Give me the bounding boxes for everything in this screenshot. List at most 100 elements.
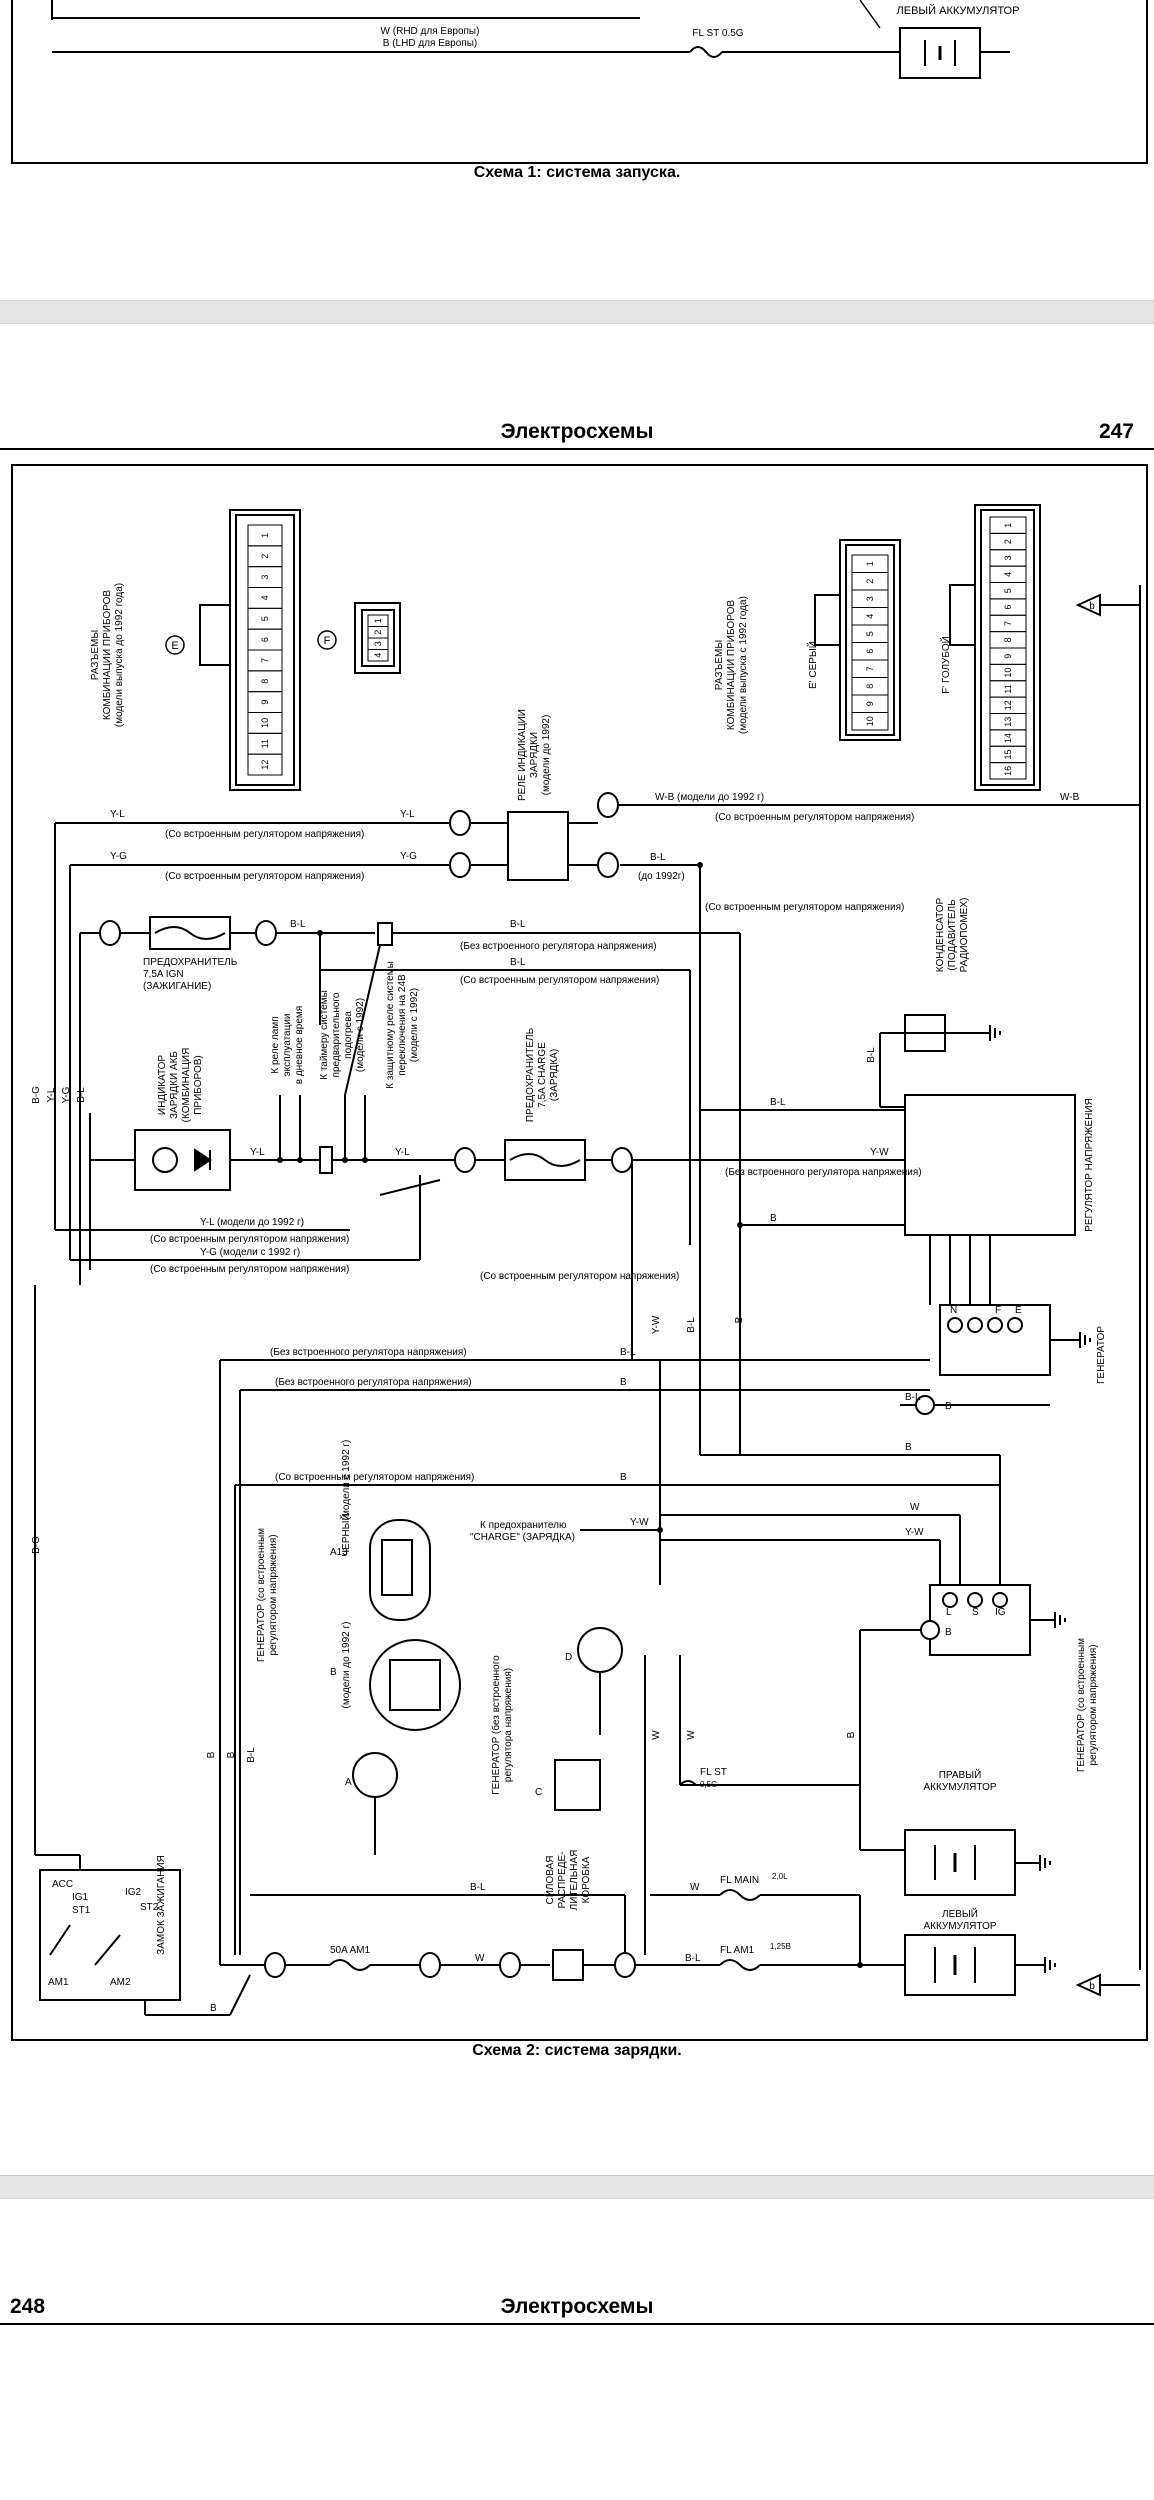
label-bg-top: B-G [31,1086,42,1104]
label-to-fuse-1: К предохранителю [480,1520,567,1531]
label-yw-with: Y-W [905,1527,924,1538]
label-with-reg-5: (Со встроенным регулятором напряжения) [460,975,659,986]
label-b-vert-4: B [846,1731,857,1738]
next-page-number: 248 [10,2295,46,2318]
label-right-battery-2: АККУМУЛЯТОР [923,1782,996,1793]
label-b-vert-2: B [206,1751,217,1758]
connector-pin-number: 15 [1003,749,1013,759]
label-with-reg-4: (Со встроенным регулятором напряжения) [705,902,904,913]
label-power-box-1: СИЛОВАЯ [545,1856,556,1905]
label-bl-3: B-L [510,957,526,968]
label-prot-2: переключения на 24В [397,974,408,1076]
label-ign-switch: ЗАМОК ЗАЖИГАНИЯ [156,1855,167,1955]
label-fl-am1: FL AM1 [720,1945,755,1956]
label-ig1: IG1 [72,1892,89,1903]
label-gen-n: N [950,1305,957,1316]
label-with-reg-1: (Со встроенным регулятором напряжения) [165,829,364,840]
connector-pin-number: 16 [1003,766,1013,776]
label-gen-with-right-1: ГЕНЕРАТОР (со встроенным [1076,1638,1087,1772]
label-with-reg-6: (Со встроенным регулятором напряжения) [150,1234,349,1245]
label-gen-with-left-1: ГЕНЕРАТОР (со встроенным [256,1528,267,1662]
label-yw-reg: Y-W [870,1147,889,1158]
label-yl-indicator: Y-L [250,1147,265,1158]
label-left-battery-1: ЛЕВЫЙ [942,1907,978,1920]
connector-e-pre1992 [199,509,301,791]
connector-pin-number: 8 [260,679,270,684]
connector-pin-number: 4 [373,653,383,658]
label-generator: ГЕНЕРАТОР [1096,1326,1107,1384]
label-power-box-3: ЛИТЕЛЬНАЯ [569,1850,580,1911]
label-gen-without-2: регулятора напряжения) [503,1668,514,1782]
label-yl-top: Y-L [110,809,125,820]
plug-b [369,1639,461,1731]
label-bl-1: B-L [290,919,306,930]
connector-pin-number: 6 [1003,605,1013,610]
page-title: Электросхемы [500,420,654,443]
label-am1-50a: 50A AM1 [330,1945,370,1956]
label-fl-main-size: 2,0L [772,1872,788,1881]
connector-pin-number: 10 [1003,668,1013,678]
label-fuse-ign-3: (ЗАЖИГАНИЕ) [143,981,211,992]
connector-pin-number: 14 [1003,733,1013,743]
connector-pin-number: 7 [260,658,270,663]
label-with-reg-7: (Со встроенным регулятором напряжения) [150,1264,349,1275]
connector-e-marker [165,635,185,655]
connector-pin-number: 5 [865,631,875,636]
header-rule [0,448,1154,450]
connector-pin-number: 2 [260,554,270,559]
label-bl-vert-2: B-L [246,1747,257,1763]
label-gen-f: F [995,1305,1001,1316]
connectors-right-title-1: РАЗЪЕМЫ [714,640,725,691]
label-yl-mid: Y-L [395,1147,410,1158]
prev-fuse-label: FL ST 0.5G [692,28,743,39]
label-yl-1992: Y-L (модели до 1992 г) [200,1217,304,1228]
connector-pin-number: 10 [260,718,270,728]
label-acc: ACC [52,1879,73,1890]
page-separator-2 [0,2175,1154,2199]
label-without-reg-3: (Без встроенного регулятора напряжения) [270,1347,467,1358]
label-gen-with-left-2: регулятором напряжения) [268,1534,279,1655]
label-fl-st: FL ST [700,1767,727,1778]
label-power-box-4: КОРОБКА [581,1856,592,1903]
label-lamp-2: эксплуатации [282,1014,293,1077]
label-w-main: W [690,1882,700,1893]
connector-pin-number: 11 [1003,684,1013,693]
prev-wire-note-1: W (RHD для Европы) [381,26,480,37]
label-bl-relay: B-L [650,852,666,863]
label-bl-vert-3: B-L [866,1047,877,1063]
connector-pin-cell [989,762,1027,780]
label-power-box-2: РАСПРЕДЕ- [557,1852,568,1909]
label-condenser-3: РАДИОПОМЕХ) [959,898,970,973]
connectors-right-title-2: КОМБИНАЦИИ ПРИБОРОВ [726,600,737,731]
label-bl-charge: B-L [770,1097,786,1108]
connector-f-blue [949,504,1041,791]
label-yw-fuse: Y-W [630,1517,649,1528]
connector-pin-number: 1 [260,533,270,538]
connector-f-marker [317,630,337,650]
label-bl-2: B-L [510,919,526,930]
label-fl-am1-size: 1,25B [770,1942,791,1951]
prev-wire-note-2: B (LHD для Европы) [383,38,477,49]
label-prot-3: (модели с 1992) [409,988,420,1062]
connector-pin-number: 4 [1003,572,1013,577]
label-timer-4: (модели с 1992) [355,998,366,1072]
label-b-reg: B [770,1213,777,1224]
label-indicator-4: ПРИБОРОВ) [193,1055,204,1115]
ref-b-top: b [1089,601,1095,612]
connector-pin-cell [247,753,283,776]
figure-2-caption: Схема 2: система зарядки. [472,2042,682,2059]
connector-pin-number: 1 [373,618,383,623]
connectors-left-title-3: (модели выпуска до 1992 года) [114,583,125,727]
connector-pin-number: 2 [865,579,875,584]
label-b-gen2: B [905,1442,912,1453]
connectors-right-title-3: (модели выпуска с 1992 года) [738,596,749,734]
label-gen2-b: B [945,1627,952,1638]
label-wb-right: W-B [1060,792,1080,803]
next-header-rule [0,2323,1154,2325]
previous-page-tail: ЛЕВЫЙ АККУМУЛЯТОР W (RHD для Европы) B (… [0,0,1154,300]
label-fuse-charge-2: 7,5A CHARGE [537,1042,548,1108]
